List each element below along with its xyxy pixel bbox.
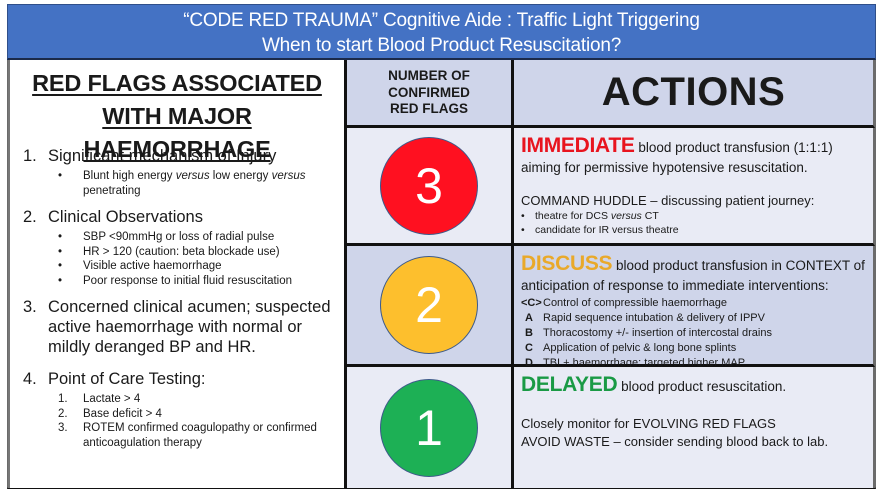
red-flags-heading-line-2: WITH MAJOR HAEMORRHAGE (83, 103, 271, 162)
intervention-key: B (525, 327, 533, 339)
delayed-text: blood product resuscitation. (617, 379, 787, 394)
immediate-keyword: IMMEDIATE (521, 134, 635, 157)
red-flag-text: Clinical Observations (48, 208, 203, 226)
discuss-line-1: DISCUSS blood product transfusion in CON… (521, 252, 873, 276)
count-header-line: RED FLAGS (389, 101, 468, 116)
title-line-1: “CODE RED TRAUMA” Cognitive Aide : Traff… (183, 10, 700, 31)
red-flag-text: Concerned clinical acumen; suspected act… (48, 298, 331, 356)
intervention-key: C (525, 342, 533, 354)
red-flag-number: 1. (23, 147, 37, 165)
red-flags-column: RED FLAGS ASSOCIATED WITH MAJOR HAEMORRH… (8, 60, 344, 488)
bullet-icon: • (58, 245, 63, 258)
bullet-icon: • (58, 274, 63, 287)
delayed-keyword: DELAYED (521, 373, 618, 396)
count-header-line: NUMBER OF (388, 68, 470, 83)
action-delayed-cell: DELAYED blood product resuscitation. Clo… (511, 367, 875, 488)
action-immediate-cell: IMMEDIATE blood product transfusion (1:1… (511, 128, 875, 246)
intervention-item: C Application of pelvic & long bone splin… (521, 341, 873, 356)
red-flag-item: 4. Point of Care Testing: 1.Lactate > 4 … (23, 369, 348, 450)
red-flag-number: 2. (23, 208, 37, 226)
intervention-key: D (525, 357, 533, 369)
bullet-icon: • (58, 231, 63, 243)
intervention-text: Control of compressible haemorrhage (543, 297, 728, 309)
red-flags-heading-line-1: RED FLAGS ASSOCIATED (32, 70, 322, 96)
red-flag-text: Significant mechanism of Injury (48, 147, 277, 165)
red-flag-number: 3. (23, 298, 37, 316)
actions-column: ACTIONS IMMEDIATE blood product transfus… (511, 60, 875, 488)
bullet-icon: • (521, 223, 525, 236)
sub-item: 3. ROTEM confirmed coagulopathy or confir… (48, 421, 348, 450)
amber-light-circle: 2 (380, 256, 478, 354)
sub-item-text: ROTEM confirmed coagulopathy or confirme… (83, 422, 317, 449)
sub-item-text: SBP <90mmHg or loss of radial pulse (83, 231, 275, 243)
command-huddle-text: COMMAND HUDDLE – discussing patient jour… (521, 193, 815, 208)
sub-item-text: Blunt high energy versus low energy vers… (83, 170, 306, 197)
intervention-text: Rapid sequence intubation & delivery of … (543, 312, 765, 324)
count-header-cell: NUMBER OF CONFIRMED RED FLAGS (344, 60, 511, 128)
count-cell-amber: 2 (344, 246, 511, 367)
count-cell-green: 1 (344, 367, 511, 488)
immediate-line-2: aiming for permissive hypotensive resusc… (521, 160, 808, 175)
sub-item-text: Poor response to initial fluid resuscita… (83, 274, 293, 287)
sub-item-number: 3. (58, 422, 68, 434)
bullet-icon: • (58, 170, 63, 182)
immediate-text: blood product transfusion (1:1:1) (634, 140, 833, 155)
huddle-bullet-text: candidate for IR versus theatre (535, 223, 679, 236)
red-flags-heading: RED FLAGS ASSOCIATED WITH MAJOR HAEMORRH… (10, 67, 344, 166)
red-flag-item: 1. Significant mechanism of Injury • Blu… (23, 146, 348, 198)
intervention-item: D TBI + haemorrhage: targeted higher MAP (521, 356, 873, 371)
green-light-circle: 1 (380, 378, 478, 477)
red-flag-text: Point of Care Testing: (48, 370, 206, 388)
immediate-line-1: IMMEDIATE blood product transfusion (1:1… (521, 134, 873, 158)
red-flags-list: 1. Significant mechanism of Injury • Blu… (23, 146, 348, 459)
bullet-icon: • (58, 260, 63, 272)
delayed-line-2: Closely monitor for EVOLVING RED FLAGS (521, 416, 776, 431)
actions-header-cell: ACTIONS (511, 60, 875, 128)
sub-item: • SBP <90mmHg or loss of radial pulse (48, 230, 348, 245)
delayed-line-3: AVOID WASTE – consider sending blood bac… (521, 434, 829, 449)
sub-item: • Blunt high energy versus low energy ve… (48, 169, 348, 198)
intervention-key: A (525, 312, 533, 324)
bullet-icon: • (521, 210, 525, 222)
discuss-text: blood product transfusion in CONTEXT of (612, 258, 865, 273)
sub-item: 2. Base deficit > 4 (48, 407, 348, 422)
red-light-circle: 3 (380, 136, 478, 235)
sub-item-number: 2. (58, 407, 68, 420)
sub-item: • HR > 120 (caution: beta blockade use) (48, 245, 348, 260)
intervention-key: <C> (521, 297, 542, 309)
sub-item: 1. Lactate > 4 (48, 392, 348, 407)
intervention-text: Application of pelvic & long bone splint… (543, 342, 737, 354)
intervention-item: B Thoracostomy +/- insertion of intercost… (521, 326, 873, 341)
sub-item-text: Lactate > 4 (83, 393, 141, 405)
discuss-keyword: DISCUSS (521, 252, 613, 275)
delayed-line-1: DELAYED blood product resuscitation. (521, 373, 873, 397)
huddle-bullet: • theatre for DCS versus CT (521, 210, 873, 224)
sub-item-text: HR > 120 (caution: beta blockade use) (83, 245, 280, 258)
sub-item: • Poor response to initial fluid resuscit… (48, 274, 348, 289)
actions-header: ACTIONS (601, 70, 786, 114)
sub-item-text: Visible active haemorrhage (83, 260, 222, 272)
sub-item-number: 1. (58, 393, 68, 405)
count-header: NUMBER OF CONFIRMED RED FLAGS (347, 60, 511, 118)
discuss-line-2: anticipation of response to immediate in… (521, 278, 829, 293)
red-flag-item: 2. Clinical Observations • SBP <90mmHg or… (23, 207, 348, 288)
huddle-bullet-text: theatre for DCS versus CT (535, 210, 659, 222)
title-line-2: When to start Blood Product Resuscitatio… (261, 35, 622, 56)
sub-item-text: Base deficit > 4 (83, 407, 162, 420)
count-header-line: CONFIRMED (388, 84, 470, 100)
intervention-item: A Rapid sequence intubation & delivery of… (521, 311, 873, 326)
intervention-item: <C>Control of compressible haemorrhage (521, 296, 873, 311)
intervention-text: Thoracostomy +/- insertion of intercosta… (543, 327, 772, 339)
huddle-bullet: • candidate for IR versus theatre (521, 224, 873, 238)
title-banner: “CODE RED TRAUMA” Cognitive Aide : Traff… (7, 4, 876, 60)
intervention-text: TBI + haemorrhage: targeted higher MAP (543, 357, 746, 369)
sub-item: • Visible active haemorrhage (48, 259, 348, 274)
red-flag-item: 3. Concerned clinical acumen; suspected … (23, 297, 348, 357)
red-flag-count-column: NUMBER OF CONFIRMED RED FLAGS 3 2 1 (344, 60, 511, 488)
red-flag-number: 4. (23, 370, 37, 388)
count-cell-red: 3 (344, 128, 511, 246)
action-discuss-cell: DISCUSS blood product transfusion in CON… (511, 246, 875, 369)
